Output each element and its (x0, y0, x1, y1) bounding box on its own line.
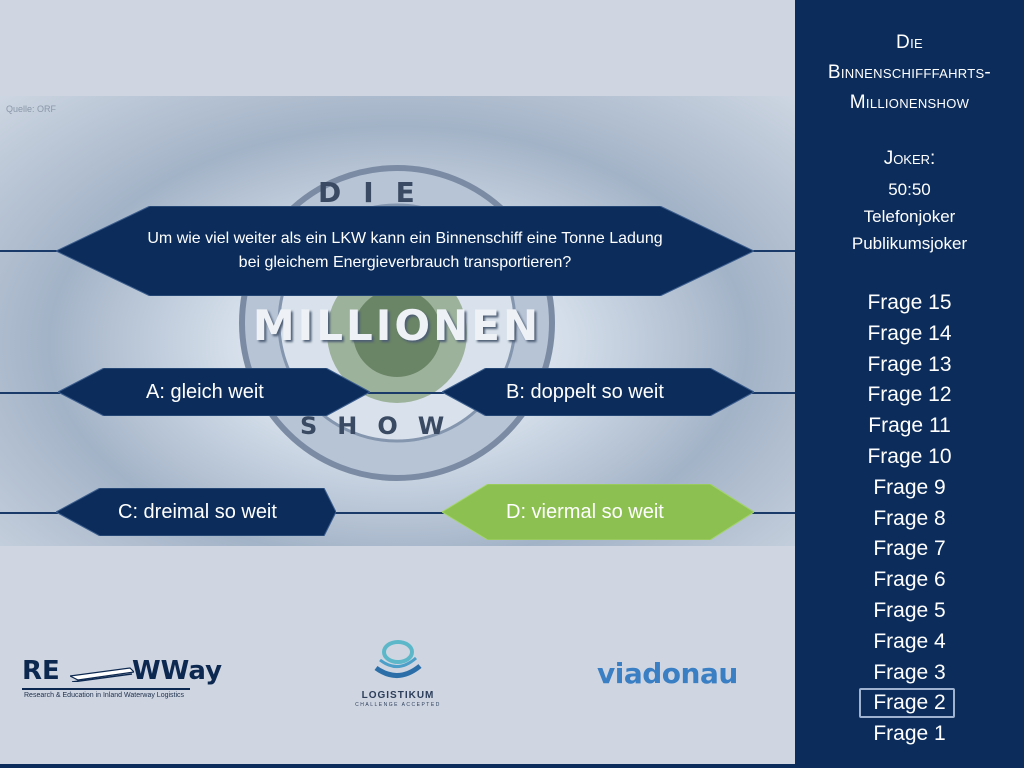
answer-b-label: B: doppelt so weit (506, 380, 664, 403)
answer-c-box[interactable] (56, 488, 336, 536)
show-title-line-1: Die (896, 32, 923, 53)
show-title: Die Binnenschifffahrts- Millionenshow (795, 28, 1024, 118)
show-logo-main-text: MILLIONEN (252, 300, 542, 350)
current-level-frame (859, 688, 955, 719)
level-6: Frage 6 (873, 568, 946, 592)
show-title-line-3: Millionenshow (849, 92, 970, 113)
joker-50-50[interactable]: 50:50 (888, 180, 931, 199)
level-13: Frage 13 (867, 352, 952, 376)
show-logo-bottom-text: SHOW (300, 412, 465, 440)
rewway-subtitle: Research & Education in Inland Waterway … (24, 692, 185, 699)
answer-row2-line-mid (334, 512, 444, 514)
level-5: Frage 5 (873, 598, 946, 622)
question-line-right (750, 250, 796, 252)
answer-row2-line-left (0, 512, 58, 514)
answer-row1-line-left (0, 392, 60, 394)
rewway-underline (22, 688, 190, 690)
level-11: Frage 11 (868, 414, 951, 438)
ship-icon (70, 667, 134, 682)
question-box (56, 206, 754, 296)
rewway-logo-left: RE (22, 656, 60, 686)
sidebar-panel: Die Binnenschifffahrts- Millionenshow Jo… (795, 0, 1024, 768)
level-9: Frage 9 (873, 475, 946, 499)
level-15: Frage 15 (867, 291, 952, 314)
level-8: Frage 8 (873, 506, 946, 530)
level-12: Frage 12 (867, 383, 952, 407)
level-2-current: Frage 2 (795, 688, 1024, 719)
level-1: Frage 1 (873, 722, 946, 746)
joker-telefon[interactable]: Telefonjoker (863, 207, 956, 226)
answer-b-box[interactable] (442, 368, 754, 416)
joker-list: 50:50 Telefonjoker Publikumsjoker (795, 176, 1024, 257)
show-logo-top-text: DIE (318, 176, 437, 209)
logistikum-emblem-icon (374, 640, 422, 678)
viadonau-logo: viadonau (597, 657, 738, 690)
level-2-label: Frage 2 (873, 691, 946, 715)
logistikum-name: LOGISTIKUM (361, 690, 435, 701)
answer-a-box[interactable] (58, 368, 370, 416)
question-text: Um wie viel weiter als ein LKW kann ein … (147, 230, 663, 271)
level-ladder: Frage 15 Frage 14 Frage 13 Frage 12 Frag… (795, 288, 1024, 750)
answer-c-label: C: dreimal so weit (118, 500, 277, 523)
level-10: Frage 10 (867, 444, 952, 468)
answer-row2-line-right (752, 512, 796, 514)
question-line-left (0, 250, 60, 252)
answer-row1-line-mid (368, 392, 444, 394)
joker-publikum[interactable]: Publikumsjoker (851, 234, 968, 253)
answer-a-label: A: gleich weit (146, 380, 264, 403)
answer-d-box[interactable] (442, 484, 754, 540)
show-title-line-2: Binnenschifffahrts- (827, 62, 992, 83)
level-4: Frage 4 (873, 629, 946, 653)
source-note: Quelle: ORF (6, 104, 57, 114)
joker-heading: Joker: (883, 148, 936, 169)
rewway-logo: RE WWay Research & Education in Inland W… (22, 656, 222, 706)
bottom-bar (0, 764, 1024, 768)
logistikum-logo: LOGISTIKUM CHALLENGE ACCEPTED (350, 690, 446, 708)
answer-d-label: D: viermal so weit (506, 500, 664, 523)
level-7: Frage 7 (873, 537, 946, 561)
level-3: Frage 3 (873, 660, 946, 684)
level-14: Frage 14 (867, 321, 952, 345)
answer-row1-line-right (752, 392, 796, 394)
rewway-logo-right: WWay (132, 656, 223, 686)
logistikum-subtitle: CHALLENGE ACCEPTED (355, 702, 441, 708)
